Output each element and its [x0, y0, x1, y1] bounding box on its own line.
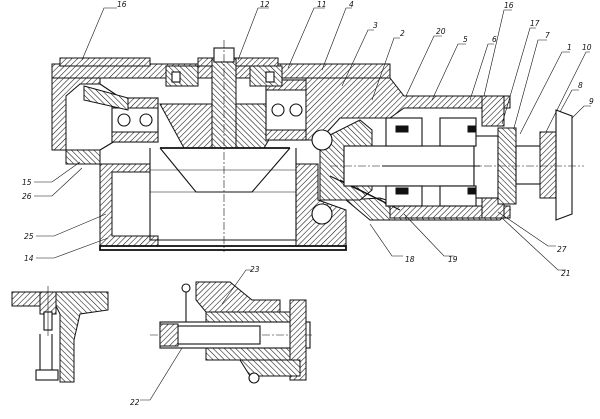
callout-20: 20 — [436, 27, 446, 36]
callout-7: 7 — [545, 31, 550, 40]
callout-11: 11 — [317, 0, 327, 9]
callout-3: 3 — [373, 21, 378, 30]
callout-27: 27 — [557, 245, 567, 254]
callout-8: 8 — [578, 81, 583, 90]
top-cap — [165, 65, 283, 87]
callout-15: 15 — [22, 178, 32, 187]
callout-1: 1 — [567, 43, 572, 52]
callout-2: 2 — [400, 29, 405, 38]
callout-18: 18 — [405, 255, 415, 264]
detail-view-left — [11, 286, 109, 383]
detail-view-right — [150, 281, 314, 384]
callout-12: 12 — [260, 0, 270, 9]
callout-22: 22 — [130, 398, 140, 407]
callout-17: 17 — [530, 19, 540, 28]
callout-25: 25 — [24, 232, 34, 241]
callout-4: 4 — [349, 0, 354, 9]
callout-leaders — [34, 7, 591, 401]
callout-5: 5 — [463, 35, 468, 44]
callout-26: 26 — [22, 192, 32, 201]
left-bearing — [83, 85, 159, 143]
callout-16-top-right: 16 — [504, 1, 514, 10]
vertical-shaft — [211, 40, 237, 252]
callout-16-top-left: 16 — [117, 0, 127, 9]
callout-21: 21 — [561, 269, 571, 278]
callout-labels: 16 12 11 4 3 2 20 5 16 6 17 7 1 10 8 9 1… — [22, 0, 594, 407]
callout-10: 10 — [582, 43, 592, 52]
right-bearing — [265, 79, 307, 141]
callout-23: 23 — [250, 265, 260, 274]
shaft-bearings — [382, 117, 480, 207]
callout-14: 14 — [24, 254, 34, 263]
callout-6: 6 — [492, 35, 497, 44]
callout-9: 9 — [589, 97, 594, 106]
callout-19: 19 — [448, 255, 458, 264]
